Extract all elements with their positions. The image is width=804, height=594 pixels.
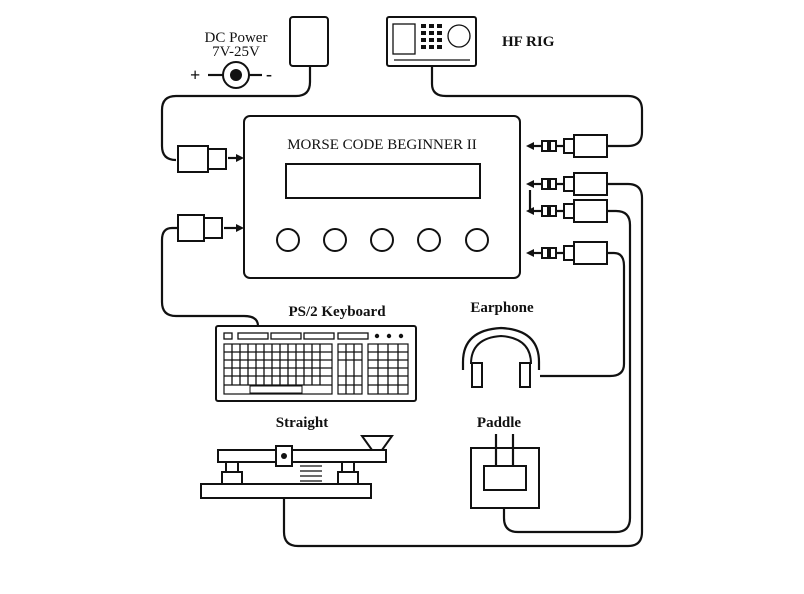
- power-voltage: 7V-25V: [212, 44, 260, 60]
- knob-4: [417, 228, 441, 252]
- cables: [160, 66, 644, 548]
- power-plug-body: [177, 145, 209, 173]
- device-title: MORSE CODE BEGINNER II: [287, 137, 477, 153]
- straight-key-jack-icon: [526, 172, 608, 196]
- rig-display: [392, 23, 416, 55]
- hf-rig: HF RIG: [386, 16, 555, 67]
- rig-label: HF RIG: [502, 34, 555, 50]
- morse-device: MORSE CODE BEGINNER II: [243, 115, 521, 279]
- rig-tuning-knob: [447, 24, 471, 48]
- paddle-cable: [502, 209, 632, 534]
- rig-keypad: [421, 24, 442, 49]
- straight-key-icon: Straight: [200, 415, 394, 499]
- knob-1: [276, 228, 300, 252]
- straight-key-lever: [217, 449, 387, 463]
- knob-3: [370, 228, 394, 252]
- keyboard-plug-icon: [177, 214, 244, 242]
- straight-key-cable: [282, 182, 644, 548]
- rig-jack-icon: [526, 134, 608, 158]
- rig-cable: [430, 66, 644, 148]
- power-plug-icon: [177, 145, 244, 173]
- earphone-label: Earphone: [470, 300, 534, 316]
- keyboard-body: [215, 325, 417, 402]
- keyboard-key-grid: [223, 343, 409, 395]
- dc-power-adapter: DC Power 7V-25V + -: [190, 16, 329, 89]
- keyboard-plug-body: [177, 214, 205, 242]
- power-plug-tip: [207, 148, 227, 170]
- paddle-jack-icon: [526, 190, 608, 223]
- left-earcup: [471, 362, 483, 388]
- power-cable: [160, 66, 312, 162]
- plus-sign: +: [190, 65, 200, 85]
- power-adapter-body: [289, 16, 329, 67]
- earphone-jack-icon: [526, 241, 608, 265]
- dc-jack-icon: [208, 61, 262, 89]
- knob-2: [323, 228, 347, 252]
- paddle-icon: Paddle: [470, 415, 540, 509]
- keyboard-cable: [160, 226, 260, 327]
- keyboard-label: PS/2 Keyboard: [288, 304, 386, 320]
- keyboard-icon: PS/2 Keyboard: [215, 304, 417, 402]
- power-label: DC Power: [205, 30, 268, 46]
- right-earcup: [519, 362, 531, 388]
- straight-key-knob: [360, 435, 394, 451]
- paddle-label: Paddle: [477, 415, 522, 431]
- earphone-icon: Earphone: [461, 300, 541, 388]
- minus-sign: -: [266, 64, 272, 84]
- straight-key-base: [200, 483, 372, 499]
- paddle-body: [483, 465, 527, 491]
- straight-key-label: Straight: [276, 415, 329, 431]
- knob-5: [465, 228, 489, 252]
- lcd-display: [285, 163, 481, 199]
- earphone-cable: [540, 251, 626, 378]
- keyboard-plug-tip: [203, 217, 223, 239]
